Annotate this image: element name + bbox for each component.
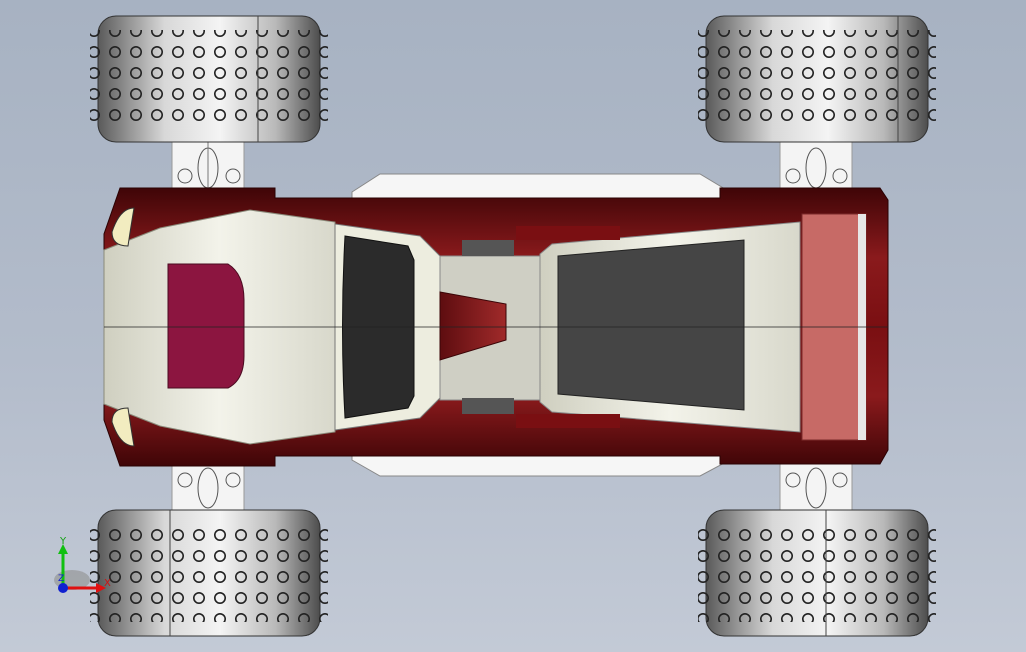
- cabin-rail-bottom: [462, 398, 514, 414]
- headlight-left: [111, 207, 135, 247]
- headlight-right: [111, 407, 135, 447]
- z-axis-label: Z: [58, 574, 64, 584]
- rear-axle-bottom: [779, 461, 853, 513]
- tire-front-bottom: [90, 509, 328, 637]
- rear-axle-top: [779, 141, 853, 193]
- rear-window: [557, 239, 745, 411]
- z-axis-dot: [58, 583, 68, 593]
- front-axle-top: [171, 141, 245, 191]
- driver-seat: [439, 291, 507, 361]
- tire-rear-bottom: [698, 509, 936, 637]
- tire-rear-top: [698, 15, 936, 143]
- coordinate-triad: Y X Z: [54, 536, 111, 593]
- y-axis-label: Y: [59, 536, 67, 547]
- front-axle-bottom: [171, 461, 245, 513]
- roll-bar-bottom: [516, 414, 620, 428]
- tire-front-top: [90, 15, 328, 143]
- cabin-rail-top: [462, 240, 514, 256]
- x-axis-label: X: [104, 578, 111, 589]
- roll-bar-top: [516, 226, 620, 240]
- hood-scoop: [167, 263, 245, 389]
